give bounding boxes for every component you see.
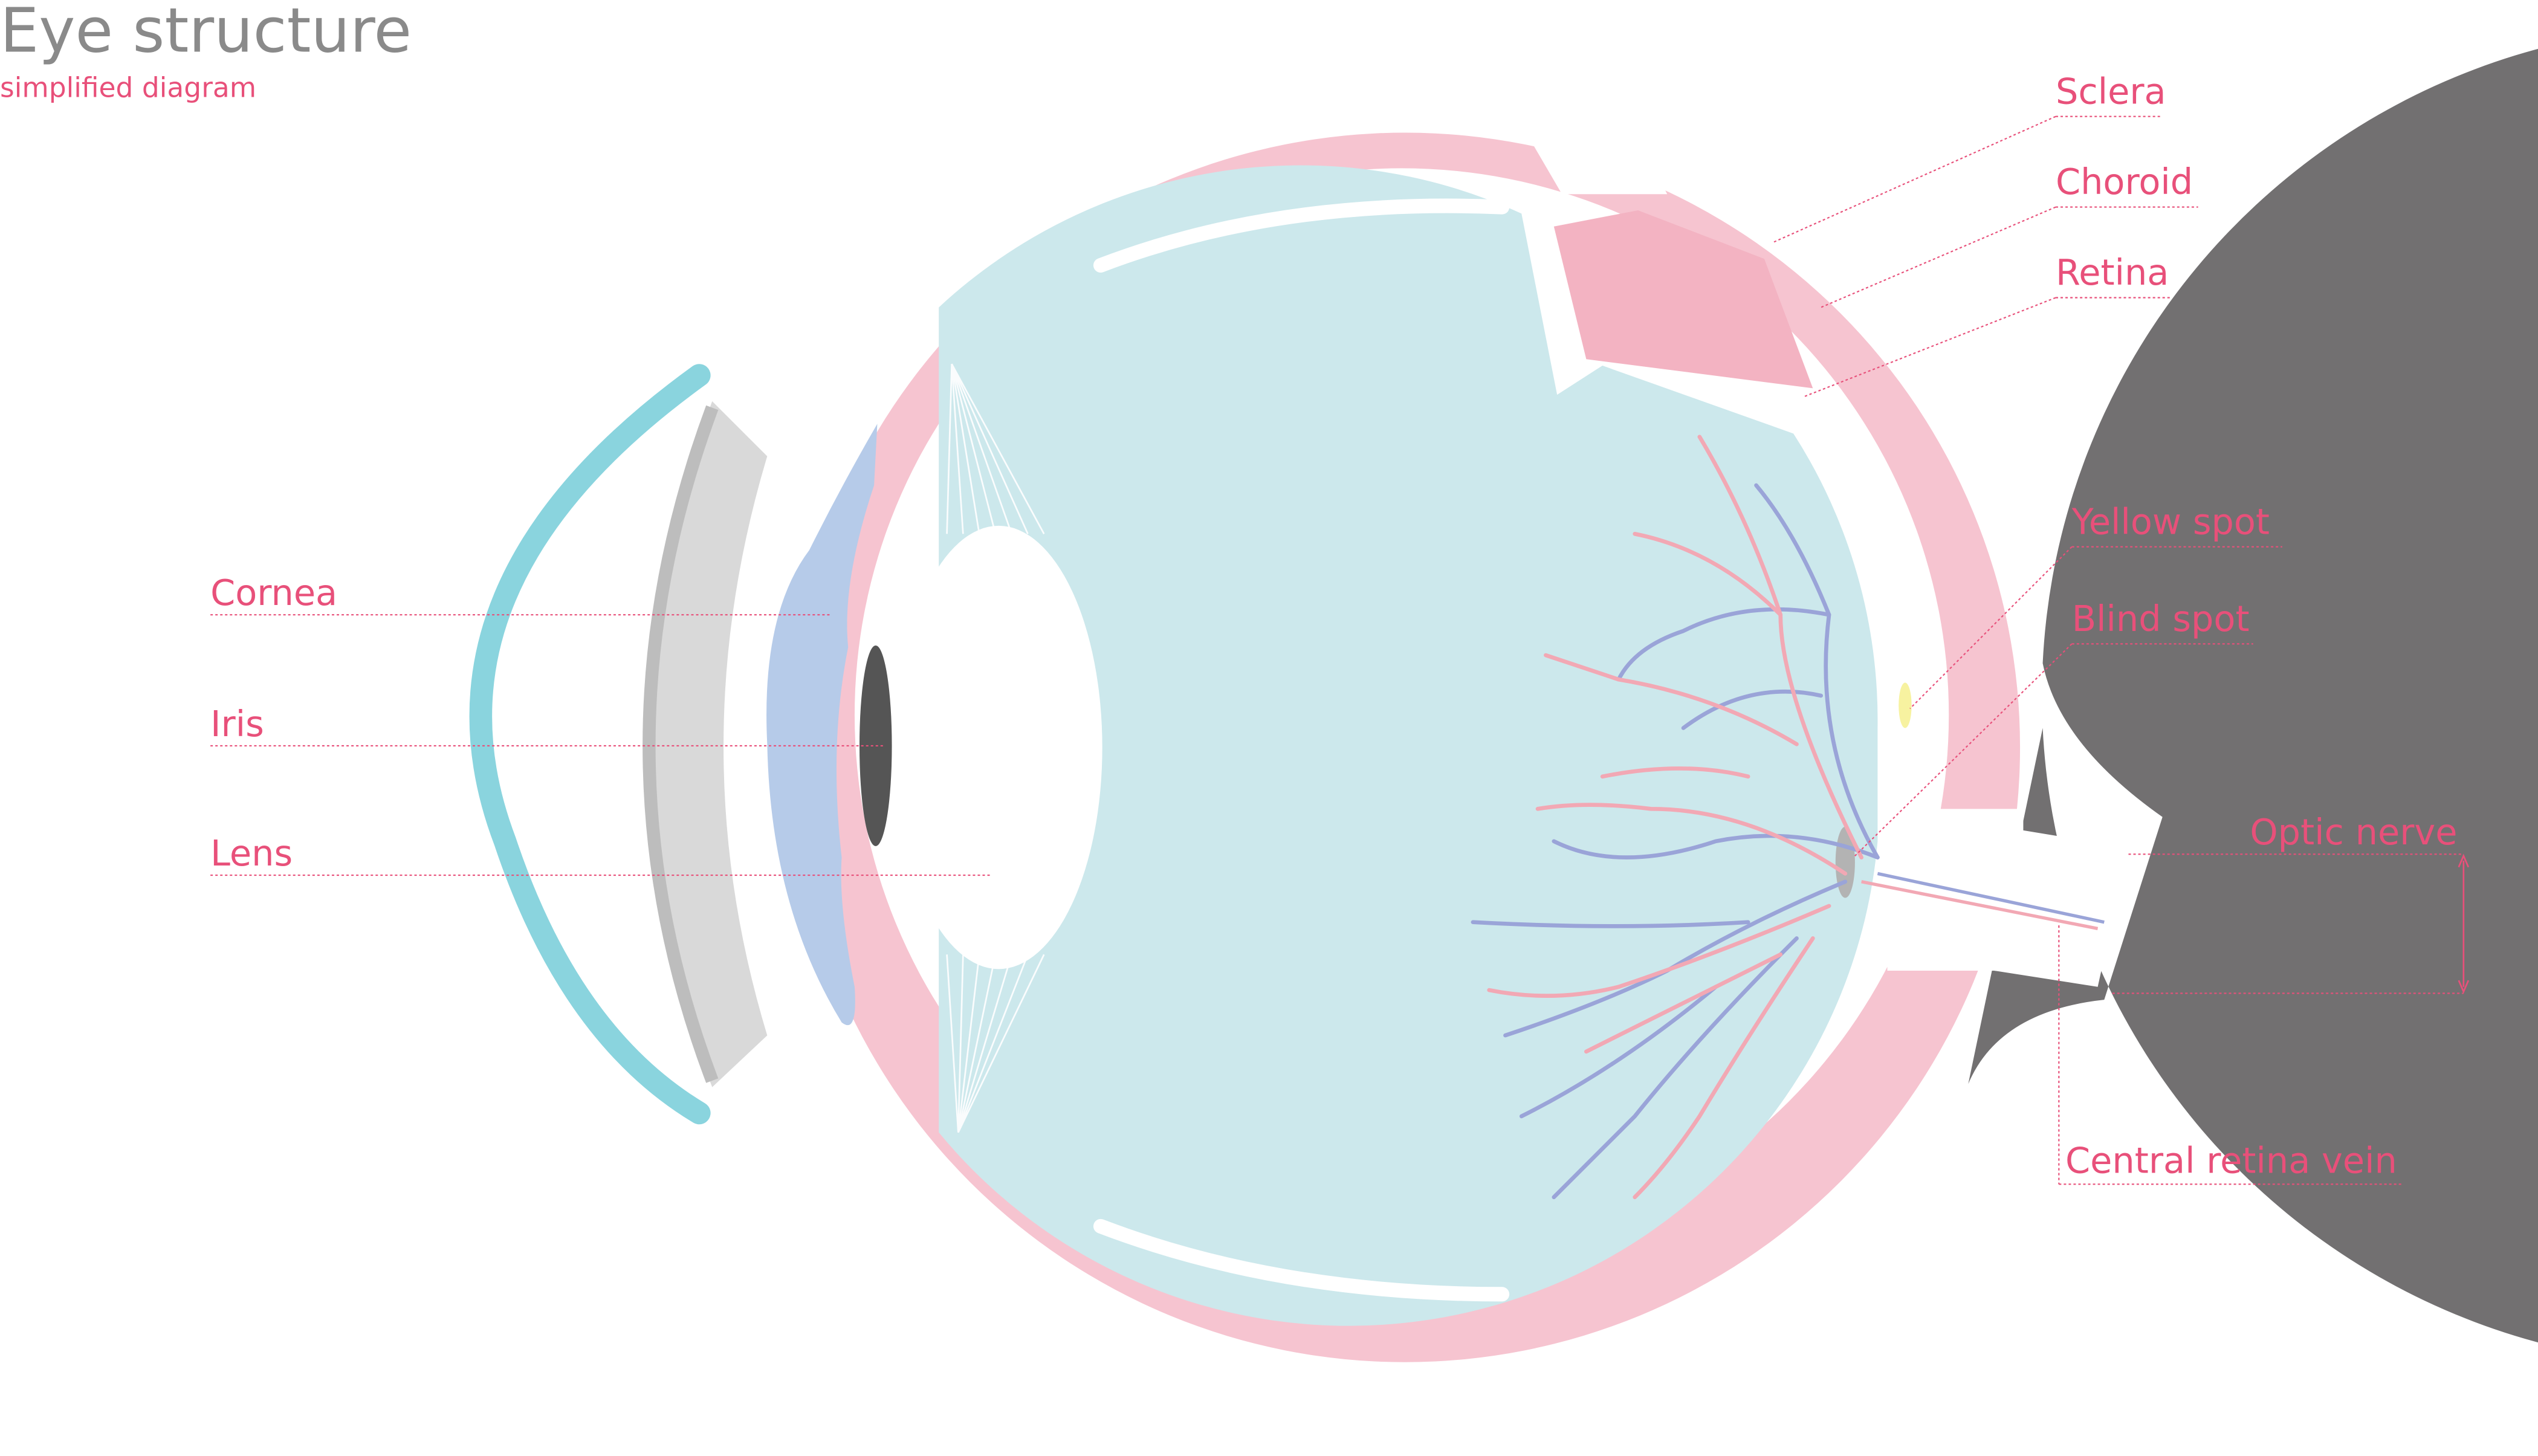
retinal-arteries [1487, 435, 1863, 1200]
label-choroid: Choroid [2056, 161, 2193, 202]
label-optic-nerve: Optic nerve [2250, 811, 2457, 853]
cornea-shape [647, 401, 768, 1087]
tear-film-arc [469, 364, 711, 1125]
page-subtitle: simplified diagram [0, 72, 256, 104]
label-sclera: Sclera [2056, 70, 2166, 112]
vitreous-highlight-bottom [1093, 1218, 1510, 1302]
label-central-retina-vein: Central retina vein [2065, 1140, 2397, 1182]
sclera-shape [1968, 48, 2538, 1342]
vitreous-highlight-top [1093, 198, 1510, 273]
ciliary-zonules-bottom [946, 954, 1045, 1133]
ciliary-zonules-top [946, 363, 1045, 534]
label-iris: Iris [210, 703, 264, 745]
label-blind-spot: Blind spot [2072, 598, 2250, 639]
vitreous-body [939, 165, 1878, 1326]
lens-shape [895, 525, 1102, 969]
label-cornea: Cornea [210, 572, 337, 613]
label-retina: Retina [2056, 251, 2169, 293]
optic-nerve-artery [1861, 880, 2099, 931]
leader-lines [210, 115, 2464, 1185]
yellow-spot-mark [1899, 682, 1912, 728]
optic-nerve-vein [1877, 872, 2105, 924]
choroid-pink-accent [1553, 210, 1813, 389]
page-title: Eye structure [0, 0, 412, 66]
label-lens: Lens [210, 832, 293, 874]
choroid-gap-top [1505, 97, 1668, 195]
optic-nerve-dimension-arrow [2458, 853, 2470, 994]
label-yellow-spot: Yellow spot [2071, 500, 2270, 542]
